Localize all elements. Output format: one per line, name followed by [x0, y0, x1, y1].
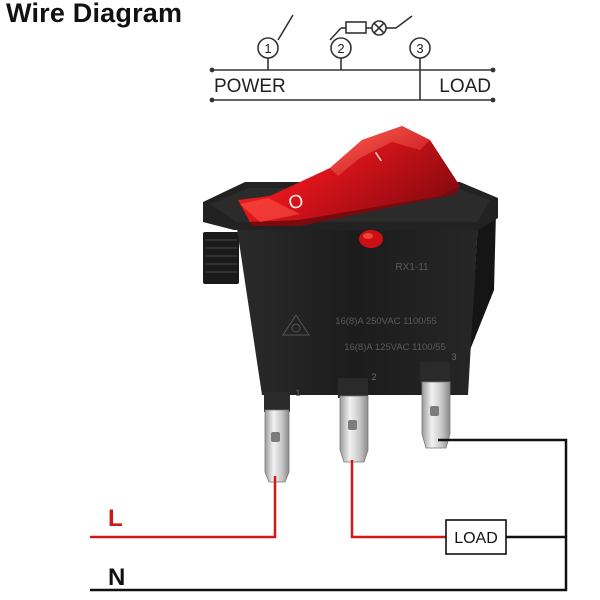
pin-mark-1: 1 [295, 388, 300, 398]
rocker-switch: O I RX1-11 16(8)A 250VAC 1100/55 16(8)A … [203, 126, 498, 483]
pin3-neutral-wire [438, 438, 568, 537]
switch-model: RX1-11 [395, 262, 429, 273]
rocker-button[interactable] [238, 126, 460, 226]
power-label: POWER [214, 76, 286, 97]
rating-line-2: 16(8)A 125VAC 1100/55 [344, 342, 446, 353]
terminal-pin-1 [264, 392, 290, 483]
certification-mark [282, 314, 310, 336]
resistor-symbol [345, 21, 367, 34]
pin-mark-3: 3 [451, 352, 456, 362]
schematic-load-label: LOAD [439, 76, 491, 97]
diagram-title: Wire Diagram [6, 0, 183, 28]
load-box-label: LOAD [454, 530, 498, 547]
rating-line-1: 16(8)A 250VAC 1100/55 [335, 316, 437, 327]
load-box [445, 519, 507, 555]
terminal-3-label: 3 [416, 41, 423, 56]
indicator-dot [359, 230, 383, 248]
terminal-pin-3 [420, 362, 451, 449]
terminal-1-label: 1 [264, 41, 271, 56]
left-clip-ribs [203, 232, 239, 284]
switch-housing [236, 222, 478, 395]
pin-mark-2: 2 [371, 372, 376, 382]
rocker-off-symbol: O [286, 191, 305, 215]
line-label: L [108, 505, 123, 532]
live-wire [90, 476, 277, 539]
terminal-2-label: 2 [337, 41, 344, 56]
switch-schematic [212, 14, 493, 101]
terminal-pin-2 [338, 378, 369, 463]
neutral-label: N [108, 564, 125, 591]
switch-blade [277, 14, 294, 41]
switched-wire [350, 460, 446, 539]
load-return-wire [90, 535, 568, 592]
